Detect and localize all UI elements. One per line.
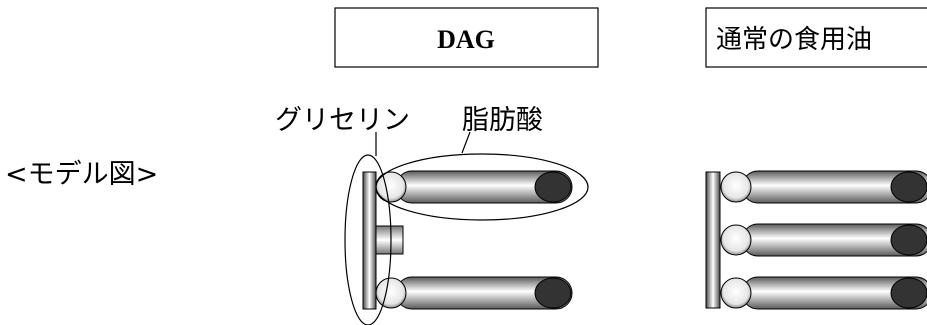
normal-oil-molecule <box>705 170 927 310</box>
model-label: <モデル図> <box>5 159 158 190</box>
tag-fatty-acid-end-3 <box>890 277 927 309</box>
tag-fatty-acid-end-2 <box>890 224 927 256</box>
dag-glycerol-bar <box>362 171 377 310</box>
fatty-acid-highlight-ellipse <box>375 153 589 221</box>
tag-fatty-acid-end-1 <box>890 171 927 203</box>
dag-title-box: DAG <box>334 7 599 68</box>
tag-ester-ball-3 <box>720 277 752 309</box>
dag-molecule <box>344 153 589 325</box>
fatty-acid-leader-line <box>461 131 471 154</box>
tag-glycerol-bar <box>705 171 721 309</box>
fatty-acid-label: 脂肪酸 <box>462 105 543 136</box>
dag-fatty-acid-end-2 <box>534 277 572 309</box>
tag-ester-ball-1 <box>720 171 752 203</box>
dag-ester-ball-2 <box>375 277 407 309</box>
glycerol-label: グリセリン <box>275 105 410 136</box>
glycerol-highlight-ellipse <box>344 154 392 325</box>
dag-title: DAG <box>437 25 495 54</box>
tag-ester-ball-2 <box>720 224 752 256</box>
normal-oil-title: 通常の食用油 <box>716 25 872 55</box>
normal-oil-title-box: 通常の食用油 <box>705 7 927 68</box>
dag-hydroxyl-stub <box>375 225 404 255</box>
dag-fatty-acid-end-1 <box>534 171 572 203</box>
